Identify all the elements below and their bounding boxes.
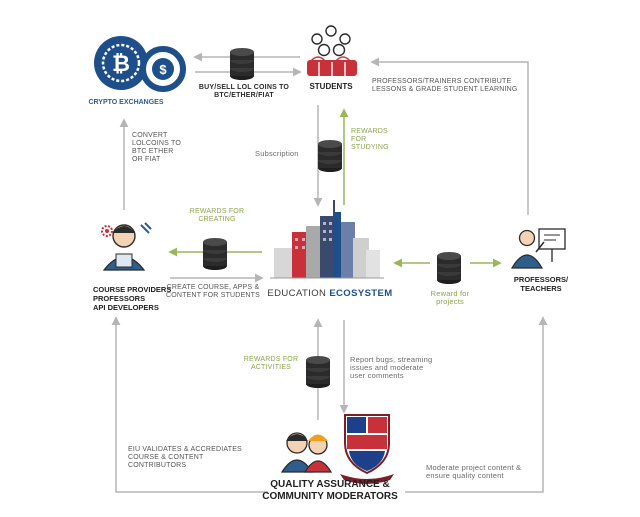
professors-contribute-label: PROFESSORS/TRAINERS CONTRIBUTE LESSONS &…	[372, 78, 518, 93]
university-crest-icon	[340, 414, 394, 484]
professors-title: PROFESSORS/ TEACHERS	[513, 275, 569, 293]
reward-projects-label: Reward for projects	[430, 289, 470, 306]
developer-icon	[101, 222, 152, 271]
ecosystem-title: EDUCATION ECOSYSTEM	[267, 288, 392, 299]
convert-label: CONVERT LOLCOINS TO BTC ETHER OR FIAT	[132, 132, 182, 163]
gear-icon	[101, 225, 113, 237]
svg-text:$: $	[159, 62, 167, 77]
buy-sell-label: BUY/SELL LOL COINS TO BTC/ETHER/FIAT	[198, 84, 290, 99]
arrows	[111, 52, 548, 493]
students-group-icon	[307, 25, 357, 76]
rewards-creating-label: REWARDS FOR CREATING	[189, 208, 245, 223]
teacher-board-icon	[510, 228, 566, 269]
qa-title: QUALITY ASSURANCE & COMMUNITY MODERATORS	[262, 479, 398, 502]
arrow-qa-to-providers	[111, 316, 268, 493]
eiu-validates-label: EIU VALIDATES & ACCREDIATES COURSE & CON…	[128, 446, 242, 469]
crypto-exchanges-title: CRYPTO EXCHANGES	[88, 99, 164, 106]
city-buildings-icon	[270, 200, 384, 279]
rewards-studying-label: REWARDS FOR STUDYING	[351, 128, 389, 151]
moderate-project-label: Moderate project content & ensure qualit…	[426, 463, 522, 480]
rewards-activities-label: REWARDS FOR ACTIVITIES	[243, 356, 299, 371]
subscription-label: Subscription	[255, 149, 299, 158]
svg-text:₿: ₿	[112, 51, 130, 76]
moderators-icon	[280, 432, 333, 473]
students-title: STUDENTS	[309, 82, 353, 91]
arrow-professors-to-students	[370, 57, 529, 215]
create-course-label: CREATE COURSE, APPS & CONTENT FOR STUDEN…	[165, 284, 261, 299]
providers-title: COURSE PROVIDERS PROFESSORS API DEVELOPE…	[93, 285, 172, 312]
crypto-exchanges-logo: ₿ $	[94, 36, 186, 92]
report-bugs-label: Report bugs, streaming issues and modera…	[350, 355, 433, 380]
arrow-qa-to-professors	[405, 316, 548, 493]
